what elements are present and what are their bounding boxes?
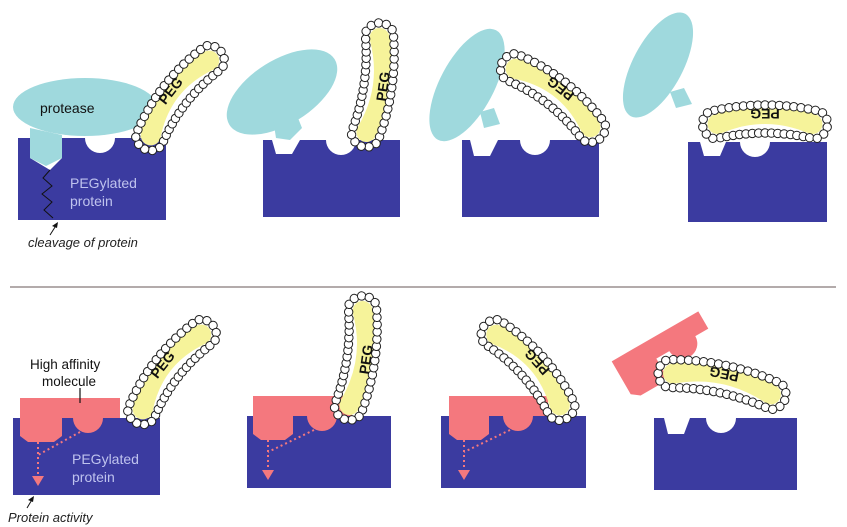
peg-core [132, 324, 212, 420]
bottom-stage-4 [611, 311, 797, 490]
peg-bead [361, 26, 371, 37]
top-stage-2 [226, 49, 400, 217]
high-affinity-label-line1: High affinity [30, 357, 101, 372]
peg-bead [698, 114, 708, 124]
peg-bead [218, 61, 228, 71]
peg-bead [660, 381, 671, 392]
top-stage-4 [622, 12, 827, 222]
peg-chain: PEG [495, 49, 611, 147]
pegylated-label-line2: protein [70, 193, 113, 209]
pegylated-label-line1: PEGylated [70, 175, 137, 191]
peg-bead [370, 297, 380, 308]
peg-bead [210, 335, 220, 345]
peg-bead [123, 406, 133, 416]
peg-bead [661, 355, 671, 366]
peg-bead [387, 24, 397, 35]
peg-bead [492, 314, 502, 325]
protein-block [462, 140, 599, 217]
peg-chains: PEG PEG PEG PEG PEG PEG PEG PEG [123, 18, 832, 430]
activity-dotted-arrow [267, 429, 315, 470]
protease [226, 49, 338, 135]
peg-bead [580, 136, 590, 146]
peg-core [339, 300, 377, 416]
cleavage-label: cleavage of protein [28, 235, 138, 250]
peg-bead [817, 108, 828, 118]
peg-core [486, 324, 570, 416]
peg-bead [509, 49, 519, 59]
peg-bead [381, 19, 391, 30]
arrow-head [32, 476, 44, 486]
high-affinity-molecule [611, 311, 709, 396]
protease-label: protease [40, 100, 95, 116]
protein-block [263, 140, 400, 217]
peg-bead [364, 292, 374, 303]
peg-bead [344, 299, 354, 310]
peg-bead [778, 380, 788, 391]
peg-label: PEG [373, 71, 393, 103]
peg-bead [708, 133, 718, 143]
peg-chain: PEG [123, 314, 221, 430]
peg-bead [655, 361, 665, 371]
peg-bead [819, 129, 829, 139]
peg-chain: PEG [346, 18, 399, 152]
peg-chain: PEG [653, 354, 791, 414]
pegylated-label-line1: PEGylated [72, 451, 139, 467]
protease [30, 128, 62, 166]
arrow-head [262, 470, 274, 480]
activity-dotted-arrow [37, 431, 81, 476]
peg-bead [350, 137, 360, 147]
peg-bead [822, 114, 832, 124]
peg-bead [346, 130, 357, 140]
peg-core [505, 58, 601, 138]
peg-bead [371, 138, 381, 149]
peg-core [707, 104, 823, 134]
peg-label: PEG [750, 106, 780, 122]
peg-bead [131, 132, 141, 142]
protease-stem [480, 108, 500, 128]
high-affinity-molecule [20, 398, 120, 442]
pegylated-label-line2: protein [72, 469, 115, 485]
peg-bead [698, 122, 708, 132]
peg-core [140, 50, 220, 146]
protease [429, 28, 505, 142]
arrow-head [52, 222, 58, 228]
peg-chain: PEG [698, 100, 832, 143]
peg-core [663, 361, 781, 405]
top-stage-1: protease PEGylated protein cleavage of p… [13, 78, 166, 250]
high-affinity-molecule [253, 396, 352, 440]
peg-bead [812, 133, 822, 143]
protease-stem [272, 108, 302, 140]
bottom-stage-2 [247, 396, 391, 488]
bottom-stage-1: High affinity molecule PEGylated protein… [8, 357, 160, 525]
peg-bead [767, 404, 778, 414]
cleavage-zigzag [41, 169, 54, 219]
high-affinity-molecule [449, 396, 548, 440]
peg-bead [354, 411, 364, 422]
peg-bead [775, 401, 785, 412]
activity-dotted-arrow [463, 429, 511, 470]
protein-block [18, 138, 166, 220]
protease [622, 12, 694, 118]
peg-chain: PEG [329, 291, 382, 425]
peg-bead [547, 413, 557, 423]
protein-activity-label: Protein activity [8, 510, 94, 525]
peg-bead [702, 108, 713, 118]
top-stage-3 [429, 28, 599, 217]
peg-chain: PEG [131, 40, 229, 156]
peg-bead [333, 410, 343, 420]
peg-core [356, 27, 394, 143]
protease [13, 78, 157, 136]
arrow-head [458, 470, 470, 480]
protein-block [688, 142, 827, 222]
peg-chain: PEG [476, 314, 580, 426]
peg-label: PEG [356, 344, 376, 376]
protease-stem [670, 88, 692, 108]
protein-block [654, 418, 797, 490]
peg-label: PEG [708, 363, 740, 385]
arrow-head [28, 496, 34, 502]
high-affinity-label-line2: molecule [42, 374, 96, 389]
bottom-stage-3 [441, 396, 586, 488]
peg-bead [329, 403, 340, 413]
